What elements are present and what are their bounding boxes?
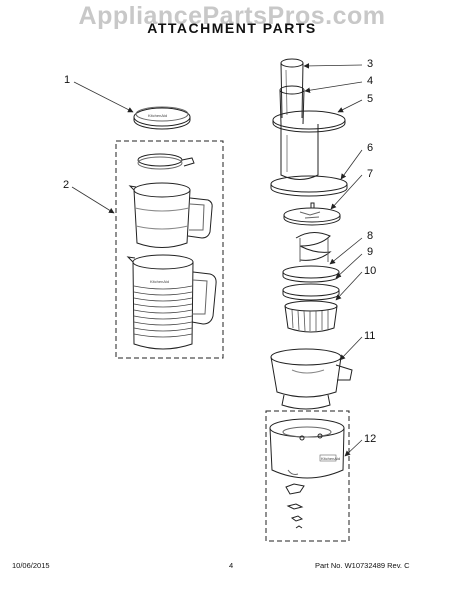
part-2-small-pitcher: [128, 182, 213, 248]
callout-12: 12: [364, 433, 377, 445]
part-2-large-pitcher: [126, 254, 217, 350]
part-11-juicing-bowl: [270, 348, 353, 410]
part-7-blade-disc: [283, 202, 341, 226]
leader-lines: [71, 63, 363, 457]
footer-page-number: 4: [229, 561, 234, 570]
callout-9: 9: [367, 246, 374, 258]
brand-lettering-lid: KitchenAid: [148, 113, 168, 118]
part-12-housing: [269, 418, 345, 479]
callout-11: 11: [364, 330, 376, 342]
part-4-inner-pusher: [279, 85, 305, 125]
part-1-lid: [133, 106, 191, 130]
part-5-lid-top: [272, 110, 346, 180]
callout-3: 3: [367, 58, 374, 70]
callout-8: 8: [367, 230, 374, 242]
callout-2: 2: [63, 179, 70, 191]
part-10-strainer: [282, 283, 340, 333]
part-6-cover: [270, 175, 348, 197]
part-3-food-pusher: [280, 58, 304, 119]
footer-part-number: Part No. W10732489 Rev. C: [315, 561, 410, 570]
part-8-auger: [295, 232, 332, 262]
page-title: ATTACHMENT PARTS: [147, 20, 317, 36]
part-2-ring: [137, 153, 195, 170]
part-12-small-parts: [285, 483, 305, 529]
callout-10: 10: [364, 265, 377, 277]
callout-1: 1: [64, 74, 71, 86]
part-12-group-box: [265, 410, 350, 542]
part-9-screen: [282, 265, 340, 283]
brand-lettering-pitcher: KitchenAid: [150, 279, 170, 284]
callout-5: 5: [367, 93, 374, 105]
watermark: AppliancePartsPros.com: [78, 2, 386, 30]
callout-7: 7: [367, 168, 374, 180]
callout-4: 4: [367, 75, 374, 87]
footer-date: 10/06/2015: [12, 561, 50, 570]
brand-lettering-housing: KitchenAid: [321, 456, 341, 461]
part-2-group-box: [115, 140, 224, 359]
callout-6: 6: [367, 142, 374, 154]
